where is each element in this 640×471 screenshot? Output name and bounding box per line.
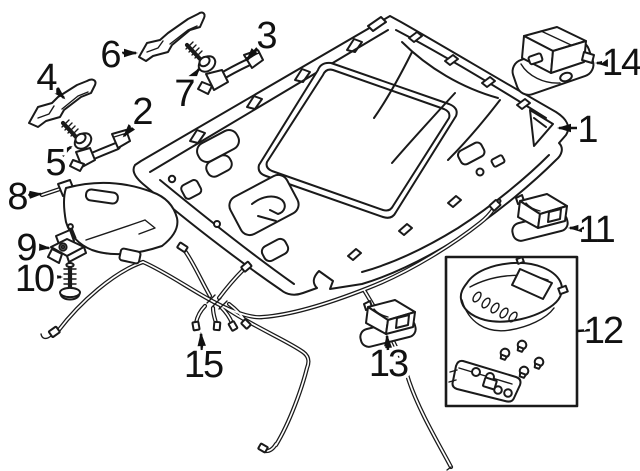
part-number-label: 2 (132, 91, 152, 133)
part-number-label: 12 (584, 310, 623, 352)
console-bracket (448, 359, 522, 403)
callout-5[interactable]: 5 (42, 139, 73, 188)
callout-8[interactable]: 8 (4, 173, 43, 222)
arrowhead-icon (383, 334, 393, 349)
callout-14[interactable]: 14 (595, 39, 640, 88)
harness-connector (48, 325, 61, 338)
part-number-label: 5 (45, 142, 65, 184)
part12-overhead-console-group (444, 255, 579, 408)
harness-connector (212, 320, 222, 332)
arrowhead-icon (568, 223, 582, 233)
part-number-label: 1 (577, 109, 597, 151)
harness-connector (191, 320, 201, 332)
part7-screw (184, 41, 217, 73)
part13-dome-lamp (359, 299, 417, 348)
part11-dome-lamp (511, 193, 569, 242)
arrowhead-icon (595, 58, 609, 68)
arrowhead-icon (197, 332, 206, 347)
part5-screw (60, 119, 93, 150)
console-bulbs (499, 339, 545, 379)
harness-connector (257, 442, 269, 454)
callout-4[interactable]: 4 (33, 54, 66, 103)
arrowhead-icon (122, 124, 135, 138)
callout-7[interactable]: 7 (171, 67, 201, 119)
part6-retainer-strip (138, 11, 206, 62)
part-number-label: 8 (7, 176, 27, 218)
part2-assist-grip (69, 129, 131, 172)
arrowhead-icon (557, 123, 571, 133)
arrowhead-icon (49, 272, 63, 282)
part-number-label: 13 (369, 343, 408, 385)
callout-10[interactable]: 10 (11, 255, 63, 304)
part1-headliner-panel (132, 15, 570, 296)
callout-11[interactable]: 11 (568, 206, 620, 255)
part-number-label: 11 (578, 209, 614, 251)
callout-6[interactable]: 6 (97, 31, 138, 80)
harness-connector (227, 320, 239, 332)
arrowhead-icon (245, 48, 258, 62)
part-number-label: 14 (602, 42, 640, 84)
part-number-label: 15 (184, 344, 223, 386)
part-number-label: 10 (15, 258, 54, 300)
arrowhead-icon (36, 242, 51, 252)
part-number-label: 4 (36, 57, 57, 99)
part8-sun-visor (39, 179, 179, 265)
part9-visor-bracket (47, 223, 87, 264)
harness-connector (240, 260, 253, 273)
part-number-label: 3 (256, 15, 276, 57)
callout-line (576, 328, 592, 333)
arrowhead-icon (124, 48, 138, 58)
part10-screw (59, 262, 81, 301)
harness-connector (176, 241, 189, 253)
callout-3[interactable]: 3 (245, 12, 282, 62)
arrowhead-icon (28, 190, 43, 200)
callout-2[interactable]: 2 (122, 88, 158, 138)
part14-sunroof-switch (511, 26, 595, 96)
harness-connector (240, 318, 252, 330)
sunroof-opening (257, 61, 458, 219)
arrowhead-icon (58, 145, 73, 158)
part4-retainer-strip (28, 78, 97, 128)
arrowhead-icon (188, 67, 201, 82)
visor-vanity-slot (84, 188, 119, 205)
callout-12[interactable]: 12 (576, 307, 628, 356)
callout-15[interactable]: 15 (180, 332, 228, 390)
callout-13[interactable]: 13 (365, 334, 413, 389)
arrowhead-icon (52, 86, 66, 100)
part-number-label: 7 (174, 73, 194, 115)
part-number-label: 6 (100, 34, 120, 76)
